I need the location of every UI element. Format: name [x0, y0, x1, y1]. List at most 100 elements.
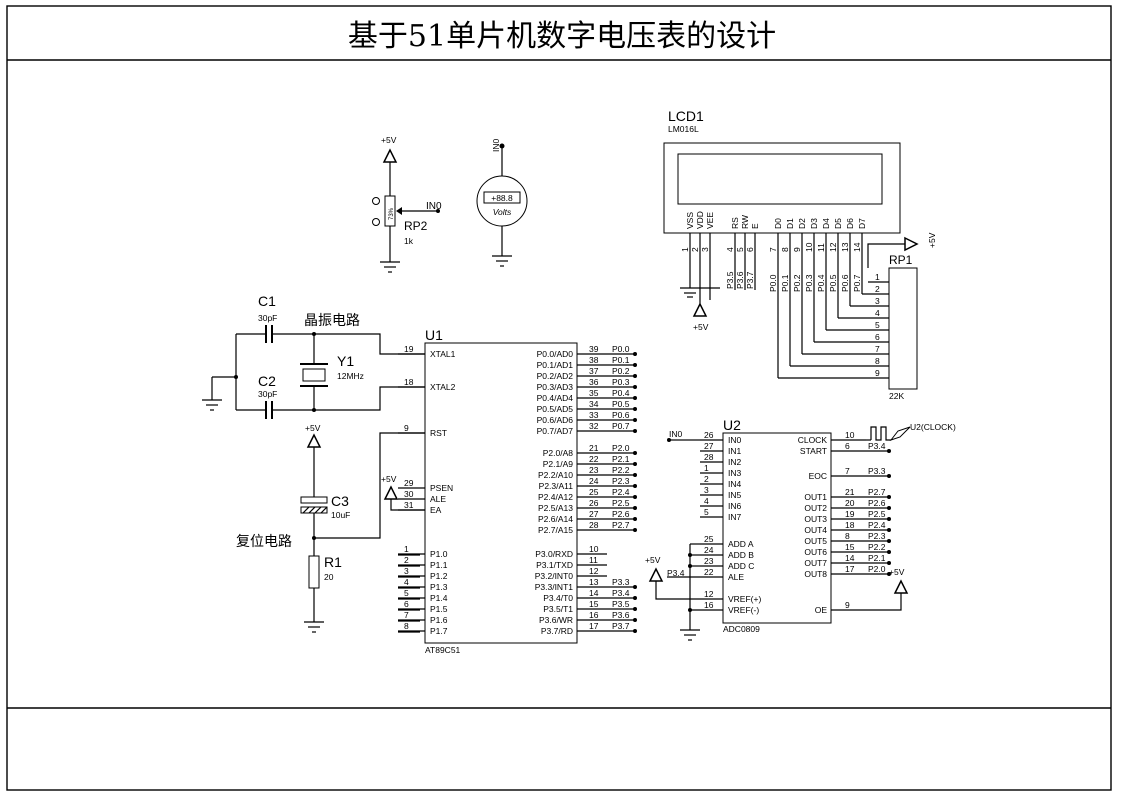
rp1-pin-number: 9	[875, 368, 880, 378]
reset-circuit: +5V C3 10uF 复位电路 R1 20	[236, 423, 425, 633]
crystal-circuit-label: 晶振电路	[304, 313, 360, 329]
adc-pin-name: OUT6	[804, 547, 827, 557]
mcu-pin-number: 23	[589, 465, 599, 475]
adc-ref: U2	[723, 417, 741, 433]
adc-in-net: IN0	[669, 429, 683, 439]
y1-ref: Y1	[337, 353, 354, 369]
adc-pin-name: ADD B	[728, 550, 754, 560]
adc-pin-name: START	[800, 446, 827, 456]
mcu-pin-number: 36	[589, 377, 599, 387]
adc-pin-number: 18	[845, 520, 855, 530]
adc-pin-number: 27	[704, 441, 714, 451]
mcu-pin-number: 37	[589, 366, 599, 376]
mcu-pin-number: 18	[404, 377, 414, 387]
crystal-circuit: C1 30pF 晶振电路 C2 30pF Y1 12MHz	[202, 293, 425, 419]
lcd-screen	[677, 153, 883, 205]
adc-pin-number: 17	[845, 564, 855, 574]
mcu-pin-name: P1.0	[430, 549, 448, 559]
lcd-pin-number: 10	[804, 242, 814, 252]
adc-pin-number: 28	[704, 452, 714, 462]
adc-pin-number: 7	[845, 466, 850, 476]
adc-pin-name: OUT1	[804, 492, 827, 502]
mcu-pin-name: P0.5/AD5	[537, 404, 574, 414]
adc-pin-number: 1	[704, 463, 709, 473]
mcu-pin-number: 19	[404, 344, 414, 354]
mcu-net-label: P2.4	[612, 487, 630, 497]
ea-power-arrow-icon	[383, 485, 399, 500]
adc-pin-name: OUT5	[804, 536, 827, 546]
adc-pin-name: ADD A	[728, 539, 754, 549]
mcu-net-label: P3.7	[612, 621, 630, 631]
mcu-pin-name: P1.4	[430, 593, 448, 603]
mcu-net-label: P0.6	[612, 410, 630, 420]
mcu-pin-name: PSEN	[430, 483, 453, 493]
adc-pin-name: IN4	[728, 479, 742, 489]
mcu-pin-number: 28	[589, 520, 599, 530]
voltmeter-net-label: IN0	[491, 139, 501, 153]
mcu-pin-number: 39	[589, 344, 599, 354]
adc-net-label: P2.7	[868, 487, 886, 497]
mcu-pin-number: 34	[589, 399, 599, 409]
mcu-pin-number: 1	[404, 544, 409, 554]
rp2-percent: 73%	[389, 207, 395, 220]
adc-pin-name: OUT7	[804, 558, 827, 568]
mcu-pin-name: P3.7/RD	[541, 626, 573, 636]
lcd-data-net: P0.0	[768, 274, 778, 292]
mcu-pin-name: P1.6	[430, 615, 448, 625]
rp2-potentiometer: +5V 73% IN0 RP2 1k	[372, 135, 442, 273]
mcu-net-label: P0.5	[612, 399, 630, 409]
adc-pin-number: 6	[845, 441, 850, 451]
lcd-vee-arrow-icon	[692, 302, 708, 317]
adc-pin-name: OUT8	[804, 569, 827, 579]
adc-pin-number: 12	[704, 589, 714, 599]
mcu-pin-name: P2.4/A12	[538, 492, 573, 502]
mcu-pin-number: 11	[589, 555, 598, 565]
y1-value: 12MHz	[337, 371, 364, 381]
mcu-pin-name: P1.5	[430, 604, 448, 614]
mcu-net-label: P0.1	[612, 355, 630, 365]
rp1-power-arrow-icon	[904, 236, 919, 252]
mcu-net-label: P2.2	[612, 465, 630, 475]
rp1-pin-number: 2	[875, 284, 880, 294]
mcu-pin-name: P3.1/TXD	[536, 560, 573, 570]
lcd-power-label: +5V	[693, 322, 709, 332]
mcu-pin-name: P2.5/A13	[538, 503, 573, 513]
lcd-module: LCD1 LM016L VSS1VDD2VEE3RS4RW5E6D07D18D2…	[663, 108, 901, 379]
adc-pin-name: IN5	[728, 490, 742, 500]
lcd-data-net: P0.2	[792, 274, 802, 292]
mcu-pin-number: 27	[589, 509, 599, 519]
c2-ref: C2	[258, 373, 276, 389]
adc-oe-power-label: +5V	[889, 567, 905, 577]
mcu-pin-name: P1.2	[430, 571, 448, 581]
mcu-pin-name: XTAL2	[430, 382, 456, 392]
adc-clock-label: U2(CLOCK)	[910, 422, 956, 432]
rp2-increase-icon	[372, 197, 380, 205]
adc-pin-number: 22	[704, 567, 714, 577]
mcu-pin-number: 31	[404, 500, 414, 510]
adc-pin-number: 24	[704, 545, 714, 555]
adc-net-label: P2.6	[868, 498, 886, 508]
rp1-ref: RP1	[889, 253, 913, 267]
lcd-ctrl-net: P3.5	[725, 271, 735, 289]
adc-pin-number: 2	[704, 474, 709, 484]
adc-pin-name: VREF(+)	[728, 594, 761, 604]
lcd-pin-label: RS	[730, 217, 740, 229]
r1-ref: R1	[324, 554, 342, 570]
c1-value: 30pF	[258, 313, 277, 323]
adc-pin-name: OUT4	[804, 525, 827, 535]
mcu-pin-name: P0.3/AD3	[537, 382, 574, 392]
mcu-pin-name: EA	[430, 505, 442, 515]
ea-power-label: +5V	[381, 474, 397, 484]
mcu-pin-number: 35	[589, 388, 599, 398]
mcu-net-label: P0.4	[612, 388, 630, 398]
mcu-net-label: P0.2	[612, 366, 630, 376]
mcu-pin-name: P3.2/INT0	[535, 571, 574, 581]
lcd-pin-label: D5	[833, 218, 843, 229]
lcd-part: LM016L	[668, 124, 699, 134]
c2-value: 30pF	[258, 389, 277, 399]
mcu-pin-number: 30	[404, 489, 414, 499]
c1-ref: C1	[258, 293, 276, 309]
mcu-net-label: P0.0	[612, 344, 630, 354]
adc-net-label: P3.3	[868, 466, 886, 476]
